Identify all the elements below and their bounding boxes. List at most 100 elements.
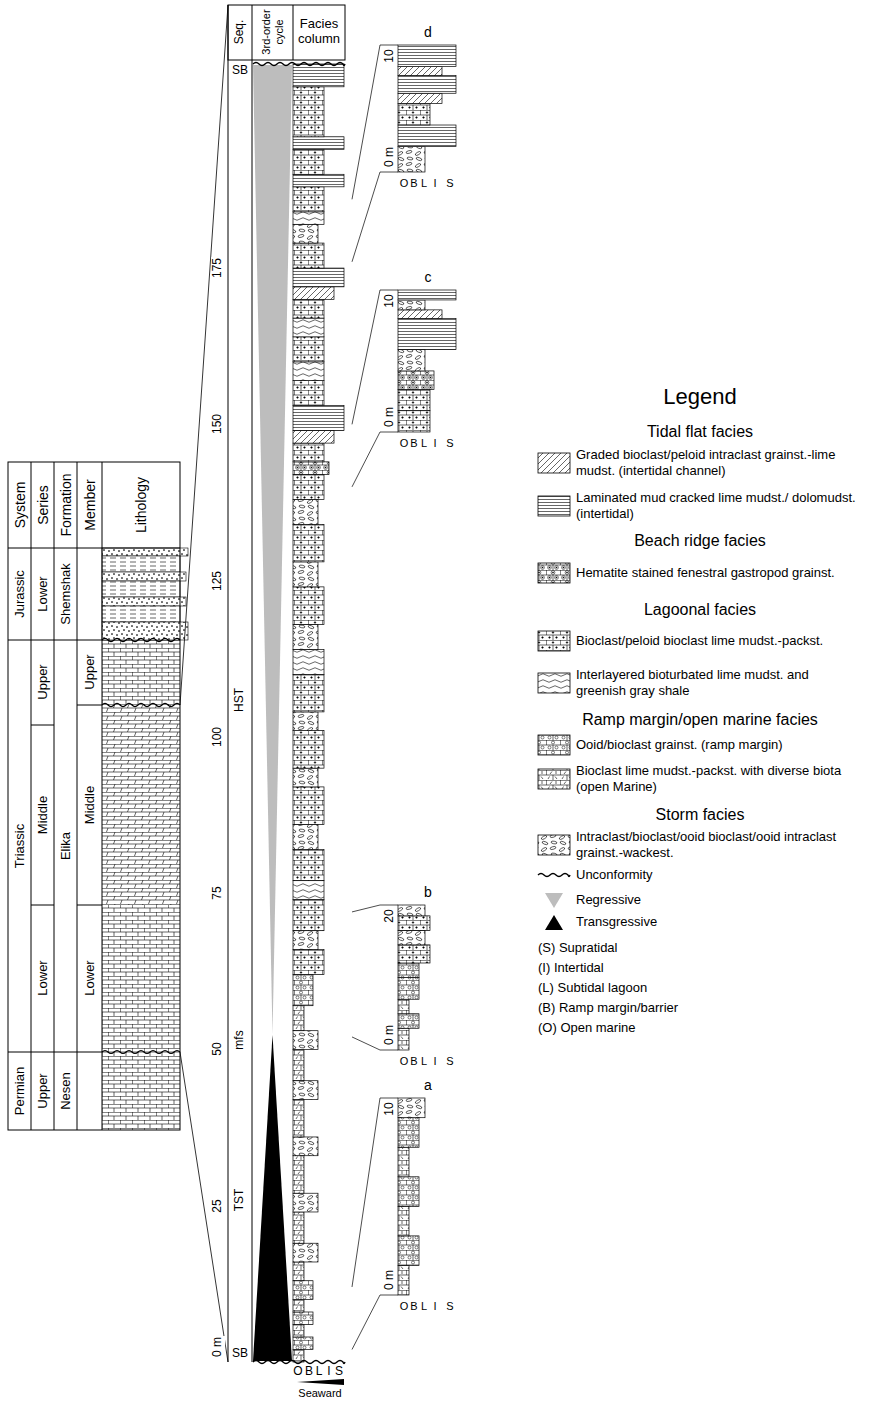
unconformity-line bbox=[102, 1051, 180, 1054]
column-rule bbox=[293, 5, 294, 60]
facies-bed bbox=[293, 1299, 304, 1312]
facies-axis-label: O bbox=[400, 1055, 409, 1068]
facies-bed bbox=[293, 1099, 304, 1137]
facies-axis-label: L bbox=[421, 177, 427, 190]
inset-letter: c bbox=[425, 269, 432, 285]
lithology-bed bbox=[102, 556, 180, 572]
facies-bed bbox=[398, 75, 456, 93]
depth-label: 50 bbox=[211, 1042, 225, 1057]
column-rule bbox=[228, 5, 229, 1362]
facies-bed bbox=[293, 712, 318, 731]
facies-column bbox=[228, 5, 345, 1385]
leader-line bbox=[352, 290, 398, 424]
facies-bed bbox=[398, 125, 456, 147]
depth-label: 75 bbox=[211, 885, 225, 900]
facies-bed bbox=[293, 974, 313, 1005]
column-rule bbox=[252, 5, 253, 1362]
facies-bed bbox=[398, 1028, 409, 1050]
legend-sample bbox=[538, 835, 570, 855]
facies-bed bbox=[293, 824, 318, 849]
table-rule bbox=[77, 705, 102, 706]
lithology-bed bbox=[102, 622, 188, 640]
table-cell: Upper bbox=[35, 664, 50, 699]
legend-heading: Storm facies bbox=[656, 806, 745, 824]
facies-bed bbox=[398, 300, 425, 310]
facies-axis-label: B bbox=[305, 1365, 313, 1379]
facies-bed bbox=[293, 137, 344, 150]
legend-swatches bbox=[538, 453, 570, 930]
facies-bed bbox=[293, 849, 324, 880]
direction-label: Seaward bbox=[298, 1387, 341, 1400]
table-cell: Jurassic bbox=[12, 570, 27, 618]
facies-bed bbox=[293, 1156, 304, 1194]
legend-sample bbox=[538, 453, 570, 473]
facies-bed bbox=[293, 381, 324, 406]
facies-bed bbox=[398, 905, 425, 916]
facies-bed bbox=[398, 93, 442, 103]
legend-heading: Ramp margin/open marine facies bbox=[582, 711, 818, 729]
facies-bed bbox=[293, 624, 318, 649]
facies-bed bbox=[293, 1031, 318, 1050]
table-header: System bbox=[11, 482, 27, 529]
table-rule bbox=[54, 1052, 77, 1053]
facies-bed bbox=[398, 1098, 425, 1118]
lithology-pattern bbox=[102, 905, 180, 1052]
facies-bed bbox=[293, 1349, 304, 1362]
facies-bed bbox=[293, 462, 329, 475]
column-header: Seq. bbox=[233, 20, 247, 45]
facies-bed bbox=[293, 524, 324, 562]
legend-swatch bbox=[545, 893, 563, 908]
facies-bed bbox=[293, 731, 324, 769]
facies-bed bbox=[293, 1262, 304, 1281]
facies-bed bbox=[293, 1337, 313, 1350]
facies-bed bbox=[293, 499, 318, 524]
legend-text: Interlayered bioturbated lime mudst. and… bbox=[576, 667, 861, 699]
depth-label: 25 bbox=[211, 1198, 225, 1213]
table-cell: Upper bbox=[35, 1073, 50, 1108]
facies-axis-label: O bbox=[400, 1300, 409, 1313]
facies-bed bbox=[293, 87, 324, 137]
facies-bed bbox=[398, 963, 419, 978]
facies-bed bbox=[398, 916, 430, 931]
facies-bed bbox=[293, 287, 334, 300]
facies-bed bbox=[293, 1212, 304, 1243]
inset-scale-label: 0 m bbox=[383, 407, 397, 427]
legend-sample bbox=[538, 563, 570, 583]
facies-bed bbox=[398, 350, 425, 371]
sequence-label: HST bbox=[233, 688, 247, 712]
legend-sample bbox=[538, 673, 570, 693]
facies-bed bbox=[398, 310, 442, 319]
lithology-bed bbox=[102, 597, 186, 606]
legend-swatch bbox=[538, 563, 570, 583]
facies-bed bbox=[398, 978, 419, 1000]
inset-letter: b bbox=[424, 884, 432, 900]
facies-axis-label: S bbox=[446, 1055, 453, 1068]
facies-bed bbox=[293, 362, 324, 381]
facies-bed bbox=[293, 587, 324, 625]
facies-bed bbox=[293, 674, 324, 712]
sequence-boundary bbox=[253, 63, 345, 66]
legend-text: Bioclast lime mudst.-packst. with divers… bbox=[576, 763, 861, 795]
legend-sample bbox=[538, 874, 570, 877]
regressive-triangle bbox=[253, 65, 292, 1035]
legend-text: Ooid/bioclast grainst. (ramp margin) bbox=[576, 737, 861, 753]
legend-swatch bbox=[538, 835, 570, 855]
facies-bed bbox=[398, 1014, 419, 1029]
legend-text: Intraclast/bioclast/ooid bioclast/ooid i… bbox=[576, 829, 861, 861]
facies-axis-label: I bbox=[433, 177, 436, 190]
inset-scale-label: 10 bbox=[383, 294, 397, 307]
facies-axis-label: L bbox=[421, 1300, 427, 1313]
inset-letter: d bbox=[424, 24, 432, 40]
inset-column bbox=[352, 905, 430, 1050]
facies-bed bbox=[398, 1177, 419, 1207]
facies-bed bbox=[398, 999, 409, 1014]
legend-text: Hematite stained fenestral gastropod gra… bbox=[576, 565, 861, 581]
table-frame bbox=[8, 462, 180, 1130]
table-cell: Elika bbox=[58, 832, 73, 860]
facies-bed bbox=[293, 212, 324, 225]
column-header bbox=[228, 5, 345, 60]
facies-axis-label: B bbox=[410, 437, 417, 450]
inset-scale-label: 10 bbox=[383, 49, 397, 62]
table-cell: Upper bbox=[82, 654, 97, 689]
table-rule bbox=[54, 640, 77, 641]
